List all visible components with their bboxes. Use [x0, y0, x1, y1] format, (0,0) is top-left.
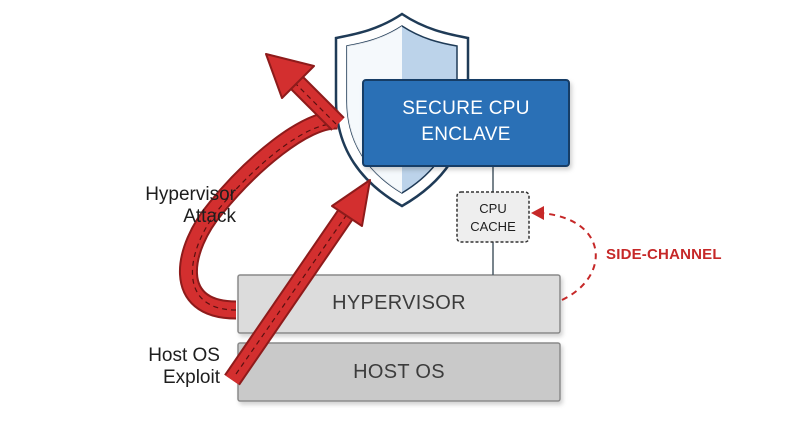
- secure-enclave-label-line2: ENCLAVE: [421, 123, 511, 145]
- hypervisor-attack-label-line1: Hypervisor: [145, 184, 236, 205]
- cpu-cache-label-line1: CPU: [479, 201, 507, 216]
- secure-enclave-label: SECURE CPU ENCLAVE: [363, 96, 569, 147]
- cpu-cache-label-line2: CACHE: [470, 218, 516, 234]
- hypervisor-layer: [237, 274, 561, 334]
- host-os-exploit-label-line2: Exploit: [162, 366, 220, 388]
- side-channel-label: SIDE-CHANNEL: [606, 246, 722, 263]
- secure-enclave-label-line1: SECURE CPU: [402, 98, 530, 119]
- cpu-cache-label: CPU CACHE: [457, 200, 529, 235]
- host-os-exploit-arrow: [224, 179, 371, 386]
- host-os-layer-label: HOST OS: [353, 361, 445, 383]
- hypervisor-attack-arrow: [179, 110, 339, 320]
- hypervisor-attack-label-line2: Attack: [183, 205, 236, 227]
- hypervisor-attack-label: Hypervisor Attack: [118, 184, 236, 228]
- cpu-cache-box: [456, 191, 530, 243]
- secure-enclave-box: [362, 79, 570, 167]
- side-channel-arrow: [539, 212, 597, 301]
- host-os-exploit-label-line1: Host OS: [148, 345, 220, 366]
- escape-arrow: [265, 53, 345, 131]
- hypervisor-layer-label: HYPERVISOR: [332, 292, 466, 314]
- side-channel-arrowhead: [531, 206, 544, 220]
- host-os-exploit-label: Host OS Exploit: [100, 345, 220, 389]
